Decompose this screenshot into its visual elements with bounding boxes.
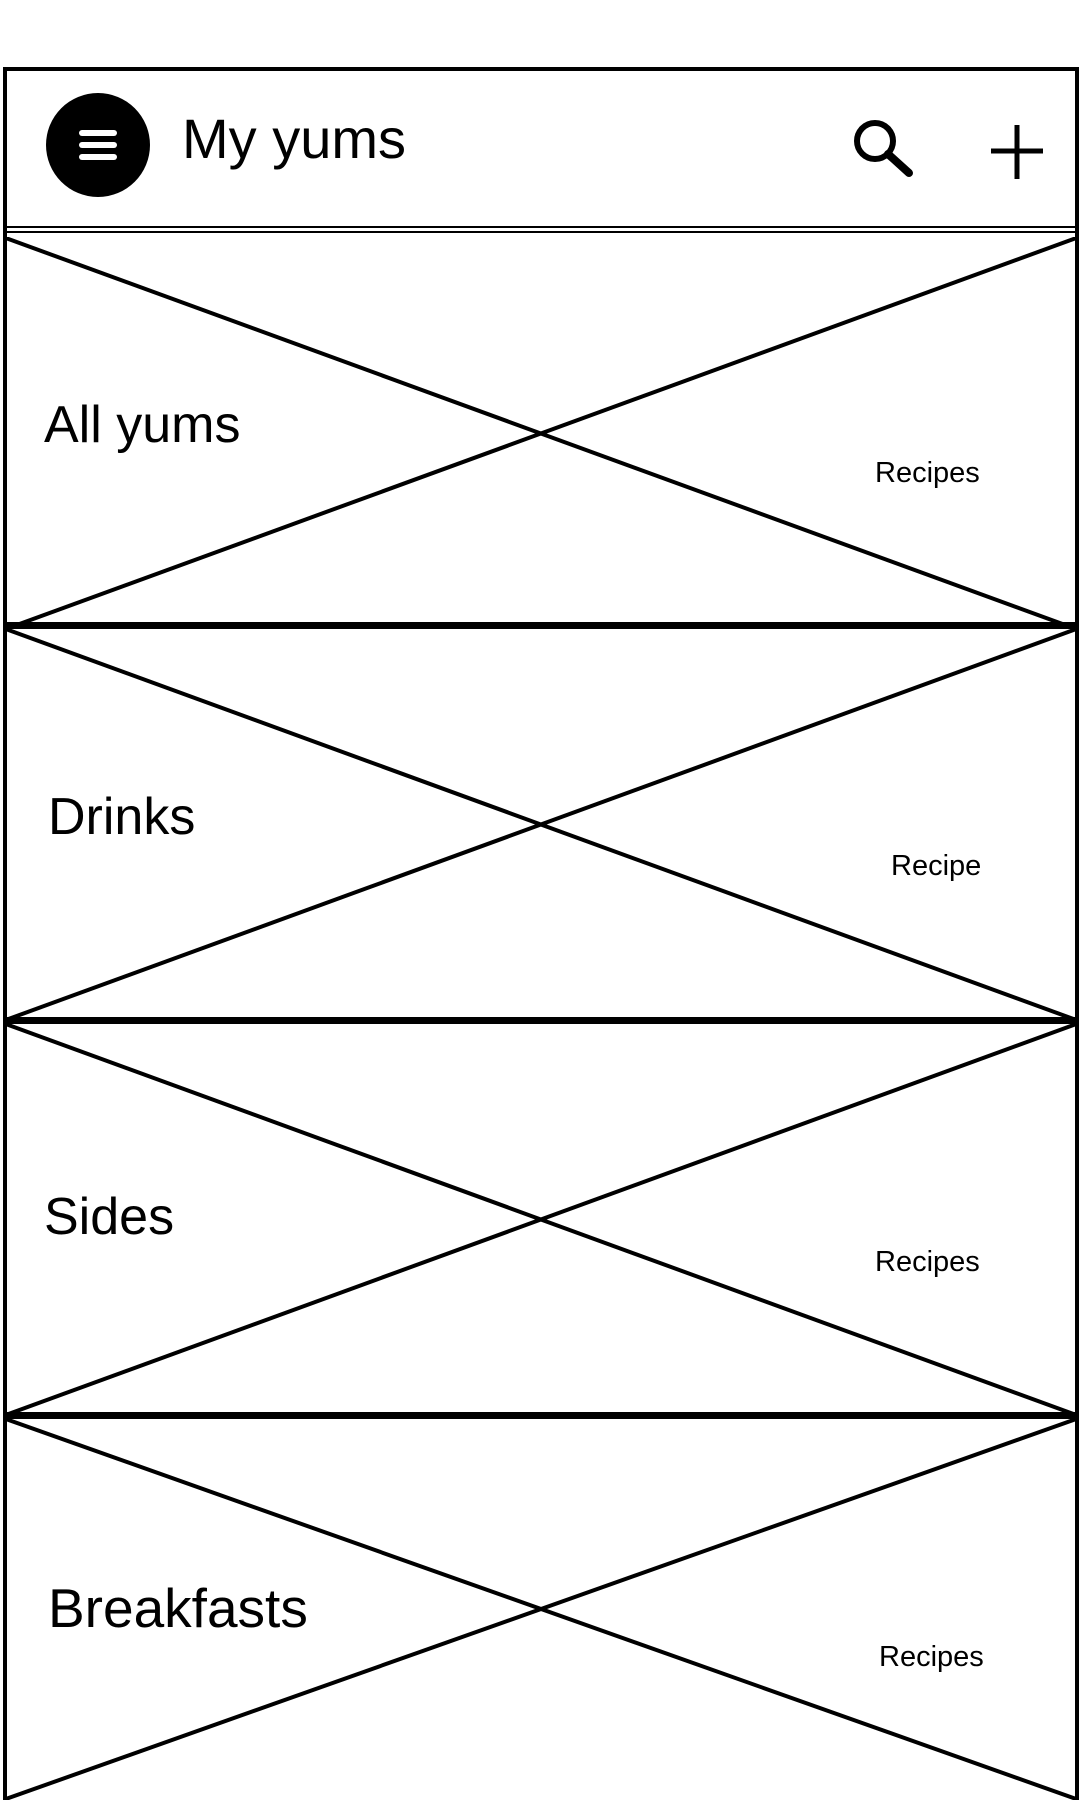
placeholder-image	[3, 1023, 1079, 1418]
category-card-sides[interactable]: Sides Recipes	[3, 1023, 1079, 1418]
category-title: All yums	[44, 396, 241, 454]
search-icon	[854, 120, 913, 177]
divider	[3, 622, 1079, 629]
menu-button[interactable]	[46, 93, 150, 197]
category-recipe-label: Recipes	[875, 457, 980, 489]
category-recipe-label: Recipes	[875, 1246, 980, 1278]
placeholder-image	[3, 237, 1079, 632]
search-button[interactable]	[851, 117, 915, 181]
divider	[3, 1017, 1079, 1024]
category-title: Sides	[44, 1188, 175, 1246]
add-button[interactable]	[987, 121, 1047, 181]
app-header: My yums	[3, 67, 1079, 233]
category-recipe-label: Recipe	[891, 850, 982, 882]
app-frame	[3, 67, 1079, 1800]
plus-icon	[991, 125, 1043, 179]
category-card-drinks[interactable]: Drinks Recipe	[3, 628, 1079, 1023]
category-title: Breakfasts	[48, 1577, 308, 1639]
page-title: My yums	[182, 107, 406, 170]
category-recipe-label: Recipes	[879, 1641, 984, 1673]
category-title: Drinks	[48, 788, 196, 846]
category-card-all-yums[interactable]: All yums Recipes	[3, 237, 1079, 632]
placeholder-image	[3, 1418, 1079, 1800]
category-card-breakfasts[interactable]: Breakfasts Recipes	[3, 1418, 1079, 1813]
hamburger-menu-icon	[79, 130, 117, 160]
placeholder-image	[3, 628, 1079, 1023]
divider	[3, 1412, 1079, 1419]
